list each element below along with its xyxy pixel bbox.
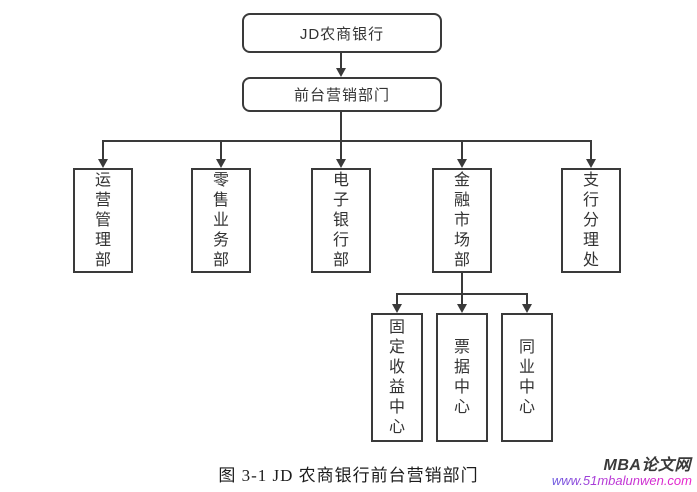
connector-line [396,293,398,306]
node-bills-center: 票 据 中 心 [436,313,488,442]
node-front-office: 前台营销部门 [242,77,442,112]
connector-line [461,140,463,160]
arrow-down-icon [336,68,346,77]
connector-rail [102,140,592,142]
node-fixed-income-center: 固 定 收 益 中 心 [371,313,423,442]
watermark-url: www.51mbalunwen.com [551,473,692,488]
connector-line [102,140,104,160]
node-retail-dept: 零 售 业 务 部 [191,168,251,273]
connector-line [340,140,342,160]
connector-line [340,53,342,69]
node-branch-office: 支 行 分 理 处 [561,168,621,273]
arrow-down-icon [336,159,346,168]
node-financial-market-dept: 金 融 市 场 部 [432,168,492,273]
connector-line [526,293,528,306]
node-ebanking-dept: 电 子 银 行 部 [311,168,371,273]
arrow-down-icon [522,304,532,313]
arrow-down-icon [98,159,108,168]
connector-line [340,112,342,142]
connector-line [461,273,463,295]
arrow-down-icon [457,304,467,313]
arrow-down-icon [392,304,402,313]
connector-line [590,140,592,160]
watermark-site-name: MBA论文网 [603,457,691,474]
node-interbank-center: 同 业 中 心 [501,313,553,442]
node-bank-root: JD农商银行 [242,13,442,53]
figure-caption: 图 3-1 JD 农商银行前台营销部门 [218,466,479,485]
node-operations-dept: 运 营 管 理 部 [73,168,133,273]
arrow-down-icon [586,159,596,168]
arrow-down-icon [216,159,226,168]
connector-line [461,293,463,306]
connector-line [220,140,222,160]
arrow-down-icon [457,159,467,168]
